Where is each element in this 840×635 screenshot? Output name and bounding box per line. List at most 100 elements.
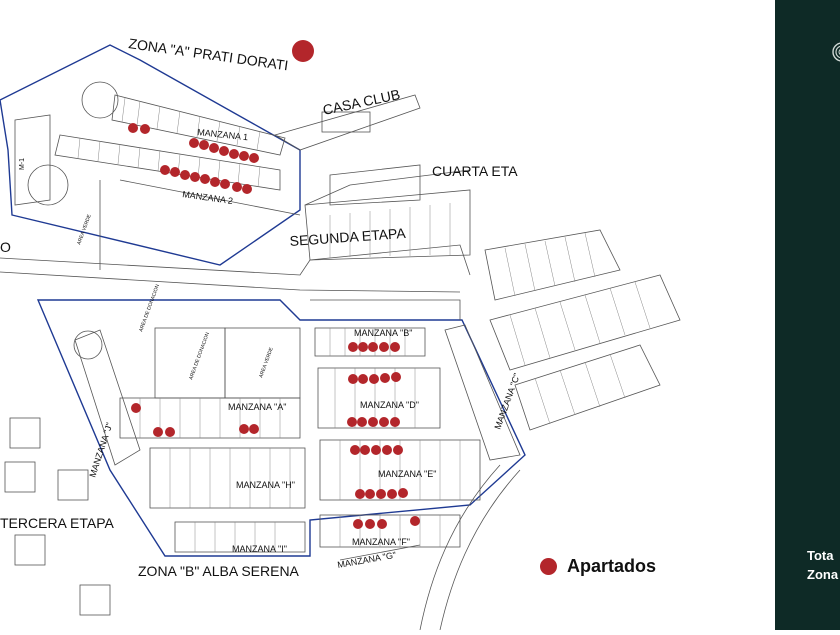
cuarta-etapa-grid (489, 274, 681, 371)
manzana-h-block (149, 447, 306, 509)
apartado-marker (391, 372, 401, 382)
casa-club-block (274, 94, 421, 151)
apartado-marker (190, 172, 200, 182)
manzana-d-label: MANZANA "D" (360, 400, 419, 410)
apartado-marker (398, 488, 408, 498)
apartado-marker (180, 170, 190, 180)
apartado-marker (368, 342, 378, 352)
apartado-marker (357, 417, 367, 427)
manzana-j-block (74, 329, 141, 466)
apartado-marker (140, 124, 150, 134)
m1-block (14, 114, 51, 206)
apartado-marker (232, 182, 242, 192)
road (339, 544, 421, 561)
apartado-marker (365, 519, 375, 529)
manzana-2-block (54, 134, 281, 191)
area-donacion-label: AREA DE DONACION (188, 331, 211, 380)
manzana-h-label: MANZANA "H" (236, 480, 295, 490)
apartado-marker (199, 140, 209, 150)
apartado-marker (128, 123, 138, 133)
road (0, 271, 461, 293)
apartado-marker (390, 417, 400, 427)
apartado-marker (387, 489, 397, 499)
apartado-marker (376, 489, 386, 499)
manzana-c-block (444, 324, 521, 461)
site-plan-svg: ZONA "A" PRATI DORATI CASA CLUB CUARTA E… (0, 35, 681, 631)
lot-square (79, 584, 111, 616)
manzana-a-label: MANZANA "A" (228, 402, 286, 412)
circle-logo-icon (832, 42, 840, 62)
cuarta-etapa-lots (329, 164, 421, 206)
lot-square (14, 534, 46, 566)
manzana-d-block (317, 367, 441, 429)
cul-de-sac (81, 81, 119, 119)
apartado-marker (200, 174, 210, 184)
apartado-marker (239, 424, 249, 434)
apartado-marker (358, 374, 368, 384)
apartado-marker (160, 165, 170, 175)
left-edge-label: O (0, 239, 11, 255)
apartado-marker (347, 417, 357, 427)
apartado-marker (210, 177, 220, 187)
apartado-marker (189, 138, 199, 148)
apartado-marker (371, 445, 381, 455)
apartado-marker (380, 373, 390, 383)
apartado-marker (153, 427, 163, 437)
tercera-etapa-label: TERCERA ETAPA (0, 515, 115, 531)
panel-zona-label: Zona (807, 567, 839, 582)
site-plan-map: ZONA "A" PRATI DORATI CASA CLUB CUARTA E… (0, 35, 681, 631)
zona-a-boundary (0, 44, 301, 266)
panel-total-label: Tota (807, 548, 834, 563)
cuarta-etapa-grid (484, 229, 621, 301)
apartado-marker (379, 417, 389, 427)
apartado-marker (348, 374, 358, 384)
manzana-f-label: MANZANA "F" (352, 537, 410, 547)
area-donacion-block (154, 327, 226, 399)
area-verde-block (224, 327, 301, 399)
apartado-marker (350, 445, 360, 455)
apartado-marker (379, 342, 389, 352)
apartado-marker (249, 424, 259, 434)
road (0, 244, 471, 276)
apartado-marker (353, 519, 363, 529)
legend: Apartados (540, 556, 656, 577)
apartado-marker (360, 445, 370, 455)
apartado-marker (393, 445, 403, 455)
apartado-marker (242, 184, 252, 194)
cul-de-sac (27, 164, 69, 206)
apartado-marker (368, 417, 378, 427)
apartado-marker (131, 403, 141, 413)
area-verde-label: AREA VERDE (258, 346, 275, 379)
zona-b-label: ZONA "B" ALBA SERENA (138, 563, 300, 579)
apartado-marker (382, 445, 392, 455)
manzana-1-block (111, 94, 286, 156)
road (304, 169, 471, 206)
road-curve (419, 464, 501, 631)
lot-square (4, 461, 36, 493)
zona-b-boundary (36, 299, 526, 557)
apartado-marker (292, 40, 314, 62)
apartado-marker (358, 342, 368, 352)
cuarta-etapa-label: CUARTA ETA (432, 163, 518, 179)
apartado-marker (377, 519, 387, 529)
area-donacion-label: AREA DE DONACION (138, 283, 161, 332)
casa-club-building (321, 111, 371, 133)
manzana-2-label: MANZANA 2 (182, 189, 234, 206)
apartado-marker (390, 342, 400, 352)
apartado-marker (220, 179, 230, 189)
road (119, 179, 301, 216)
apartado-marker (229, 149, 239, 159)
apartado-marker (348, 342, 358, 352)
apartado-marker (355, 489, 365, 499)
lot-square (9, 417, 41, 449)
cuarta-etapa-grid (514, 344, 661, 431)
manzana-i-block (174, 521, 306, 553)
manzana-g-label: MANZANA "G" (337, 550, 397, 570)
apartado-marker (239, 151, 249, 161)
apartado-marker (170, 167, 180, 177)
apartado-marker (165, 427, 175, 437)
apartado-markers (128, 40, 420, 529)
manzana-i-label: MANZANA "I" (232, 544, 287, 554)
apartado-marker (365, 489, 375, 499)
manzana-b-label: MANZANA "B" (354, 328, 412, 338)
